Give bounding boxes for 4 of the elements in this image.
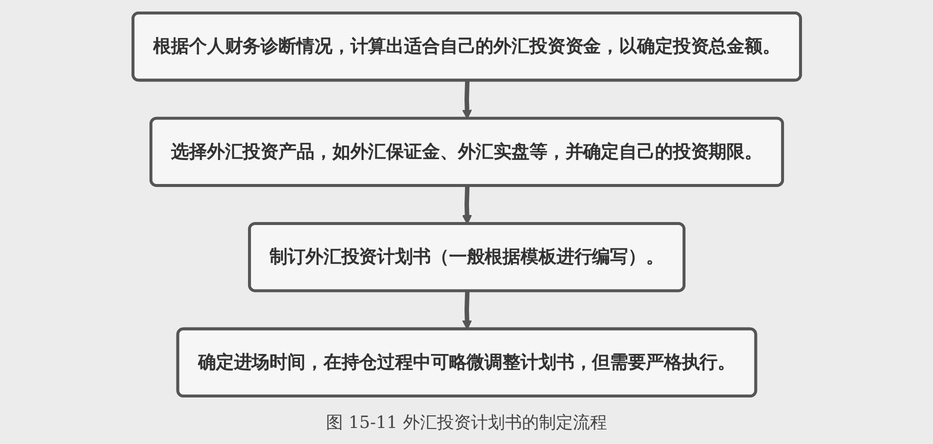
arrow bbox=[462, 186, 472, 225]
figure-caption: 图 15-11 外汇投资计划书的制定流程 bbox=[326, 412, 607, 435]
arrow bbox=[462, 80, 472, 120]
arrow bbox=[462, 291, 472, 330]
